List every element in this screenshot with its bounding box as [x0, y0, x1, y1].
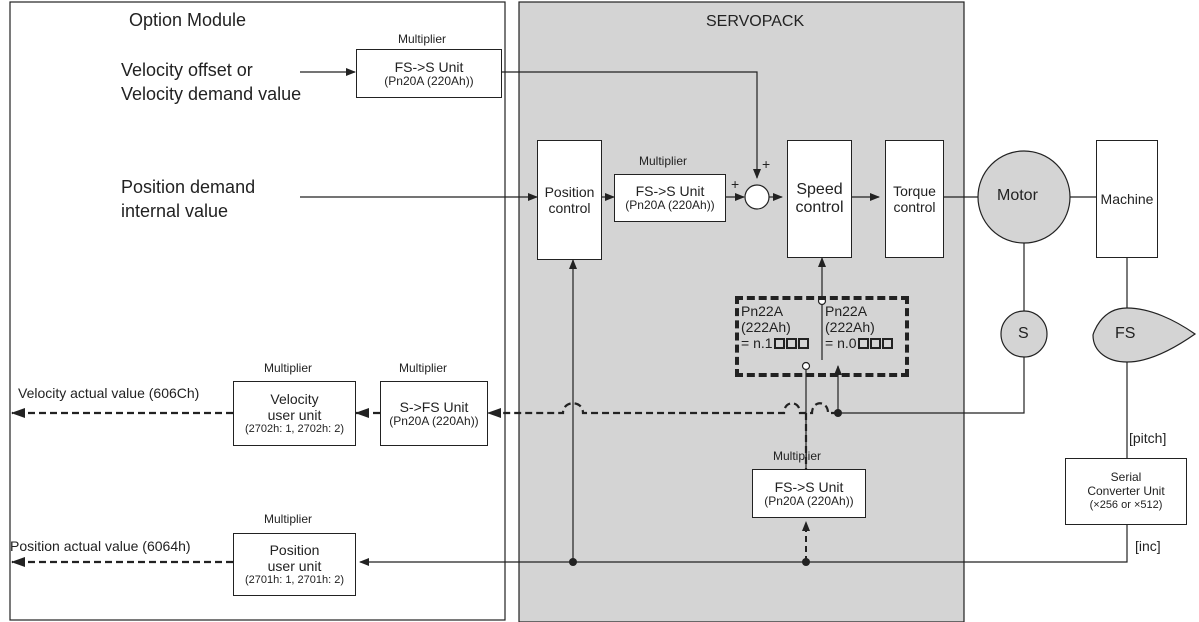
torque-control-line2: control	[893, 199, 936, 215]
position-control-box: Position control	[537, 140, 602, 260]
fs-s-top-line2: (Pn20A (220Ah))	[384, 73, 474, 88]
plus-sign-left: +	[731, 176, 740, 192]
speed-control-line2: control	[795, 199, 844, 216]
plus-sign-top: +	[762, 156, 771, 172]
velocity-input-line1: Velocity offset or	[121, 60, 253, 80]
speed-control-line1: Speed	[796, 180, 843, 198]
s-fs-line1: S->FS Unit	[399, 398, 469, 415]
fs-s-mid-multiplier: Multiplier	[639, 154, 688, 168]
pitch-label: [pitch]	[1129, 430, 1167, 446]
switch-left-line2: (222Ah)	[741, 319, 791, 335]
switch-left-line3: = n.1	[741, 335, 773, 351]
pos-user-unit-multiplier: Multiplier	[264, 512, 313, 526]
speed-feedback-switch-box	[735, 296, 909, 377]
position-input-line1: Position demand	[121, 177, 256, 197]
fs-s-top-line1: FS->S Unit	[394, 58, 464, 75]
torque-control-line1: Torque	[893, 182, 936, 199]
torque-control-box: Torque control	[885, 140, 944, 258]
serial-converter-line2: Converter Unit	[1087, 484, 1165, 499]
servopack-region	[518, 1, 965, 622]
position-user-unit-box: Position user unit (2701h: 1, 2701h: 2)	[233, 533, 356, 596]
fs-sensor-label: FS	[1115, 325, 1136, 342]
position-output-label: Position actual value (6064h)	[10, 538, 191, 554]
s-sensor-label: S	[1018, 325, 1029, 342]
velocity-input-line2: Velocity demand value	[121, 84, 302, 104]
fs-s-unit-top-box: FS->S Unit (Pn20A (220Ah))	[356, 49, 502, 98]
fs-s-mid-line2: (Pn20A (220Ah))	[625, 198, 715, 213]
machine-box: Machine	[1096, 140, 1158, 258]
summing-junction	[744, 184, 770, 210]
velocity-output-label: Velocity actual value (606Ch)	[18, 385, 200, 401]
inc-label: [inc]	[1135, 538, 1161, 554]
vel-user-unit-line1: Velocity	[270, 391, 319, 408]
servopack-title: SERVOPACK	[706, 13, 805, 30]
machine-label: Machine	[1100, 190, 1154, 207]
fs-s-mid-line1: FS->S Unit	[635, 183, 705, 200]
velocity-user-unit-box: Velocity user unit (2702h: 1, 2702h: 2)	[233, 381, 356, 446]
fs-s-bottom-line2: (Pn20A (220Ah))	[764, 493, 854, 508]
pos-user-unit-line2: user unit	[267, 558, 322, 575]
fs-s-unit-bottom-box: FS->S Unit (Pn20A (220Ah))	[752, 469, 866, 518]
serial-converter-line1: Serial	[1110, 470, 1142, 485]
pos-user-unit-line3: (2701h: 1, 2701h: 2)	[244, 574, 345, 587]
s-fs-unit-box: S->FS Unit (Pn20A (220Ah))	[380, 381, 488, 446]
serial-converter-line3: (×256 or ×512)	[1089, 498, 1163, 511]
option-module-region	[9, 1, 506, 621]
serial-converter-box: Serial Converter Unit (×256 or ×512)	[1065, 458, 1187, 525]
pos-user-unit-line1: Position	[269, 542, 320, 559]
s-fs-multiplier: Multiplier	[399, 361, 448, 375]
position-control-line2: control	[548, 200, 591, 216]
position-input-line2: internal value	[121, 201, 229, 221]
fs-s-top-multiplier: Multiplier	[398, 32, 447, 46]
switch-right-label: Pn22A (222Ah) = n.0	[825, 303, 893, 351]
fs-s-unit-mid-box: FS->S Unit (Pn20A (220Ah))	[614, 174, 726, 222]
switch-right-line3: = n.0	[825, 335, 857, 351]
vel-user-unit-line3: (2702h: 1, 2702h: 2)	[244, 423, 345, 436]
switch-left-line3-wrap: = n.1	[741, 335, 809, 351]
switch-right-line2: (222Ah)	[825, 319, 875, 335]
speed-control-box: Speed control	[787, 140, 852, 258]
switch-left-line1: Pn22A	[741, 303, 784, 319]
switch-left-label: Pn22A (222Ah) = n.1	[741, 303, 809, 351]
s-fs-line2: (Pn20A (220Ah))	[389, 413, 479, 428]
position-control-line1: Position	[544, 183, 595, 200]
vel-user-unit-line2: user unit	[267, 407, 322, 424]
motor-label: Motor	[997, 187, 1038, 204]
switch-right-line3-wrap: = n.0	[825, 335, 893, 351]
fs-s-bottom-line1: FS->S Unit	[774, 478, 844, 495]
switch-right-line1: Pn22A	[825, 303, 868, 319]
fs-s-bottom-multiplier: Multiplier	[773, 449, 822, 463]
option-module-title: Option Module	[129, 10, 247, 30]
vel-user-unit-multiplier: Multiplier	[264, 361, 313, 375]
fs-sensor-shape	[1092, 307, 1197, 363]
